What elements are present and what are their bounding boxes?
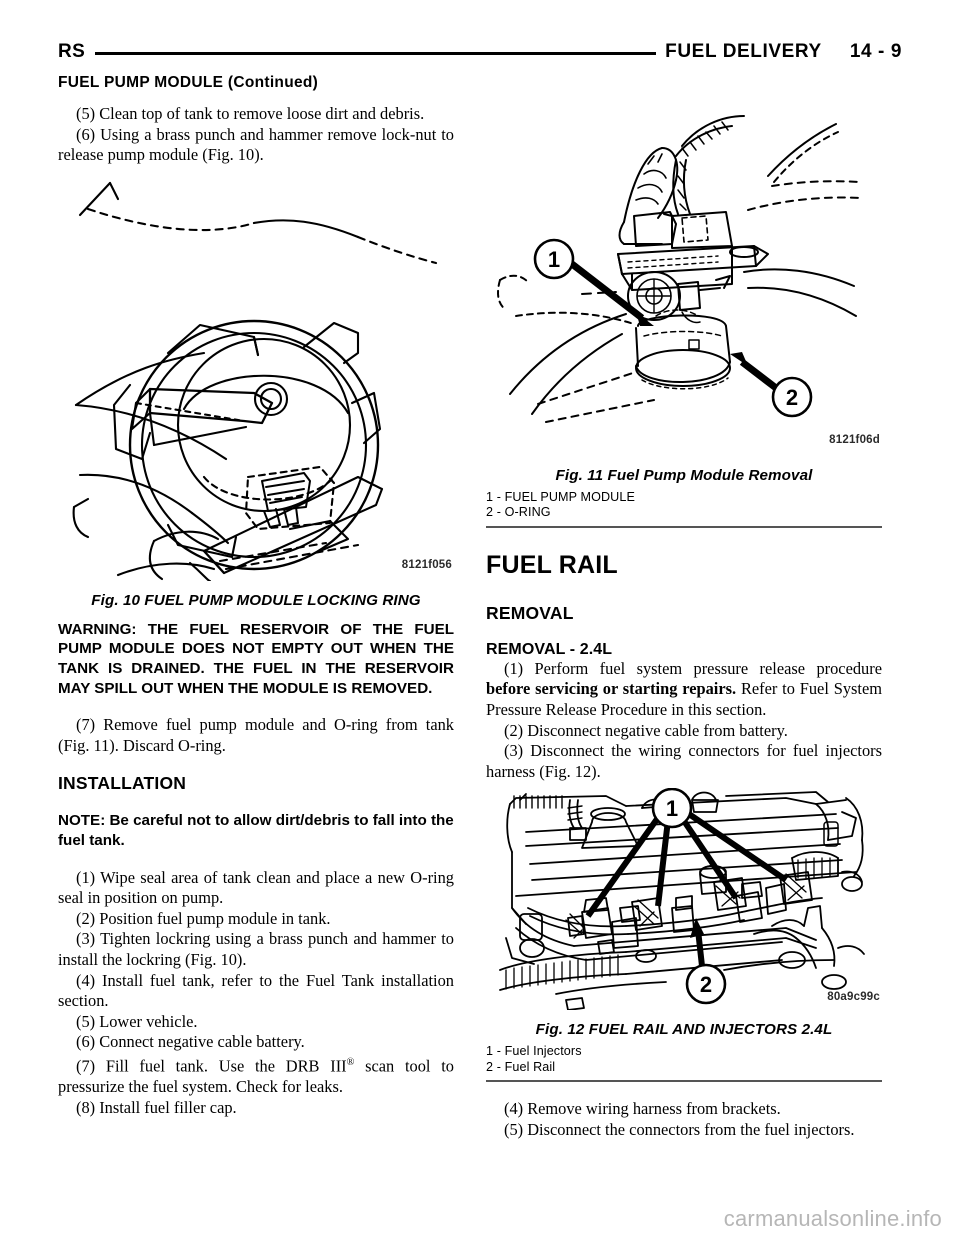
rail-step-1: (1) Perform fuel system pressure release… [486, 659, 882, 721]
install-step-3: (3) Tighten lockring using a brass punch… [58, 929, 454, 969]
figure-11-legend-rule [486, 525, 882, 528]
step-5-paragraph: (5) Clean top of tank to remove loose di… [76, 104, 425, 123]
rail-step-3: (3) Disconnect the wiring connectors for… [486, 741, 882, 781]
installation-heading: INSTALLATION [58, 773, 187, 794]
watermark: carmanualsonline.info [723, 1206, 942, 1231]
figure-10: 8121f056 [58, 177, 454, 581]
figure-11-code: 8121f06d [829, 434, 880, 446]
rail-step-1-text-a: (1) Perform fuel system pressure release… [504, 658, 882, 678]
removal-24l-heading: REMOVAL - 2.4L [486, 640, 613, 658]
rail-step-2: (2) Disconnect negative cable from batte… [504, 720, 788, 740]
right-column: 1 2 8121f06d Fig. 11 Fuel Pump Module Re… [486, 104, 882, 1140]
warning-text: WARNING: THE FUEL RESERVOIR OF THE FUEL … [58, 620, 454, 697]
registered-trademark-icon: ® [346, 1056, 355, 1068]
header-platform-code: RS [58, 41, 86, 62]
figure-11-illustration: 1 2 [497, 115, 863, 423]
left-column: (5) Clean top of tank to remove loose di… [58, 104, 454, 1118]
install-step-1: (1) Wipe seal area of tank clean and pla… [58, 867, 454, 908]
step-6-paragraph: (6) Using a brass punch and hammer remov… [58, 124, 454, 165]
figure-10-code: 8121f056 [401, 558, 452, 571]
figure-12-legend-item-2: 2 - Fuel Rail [486, 1059, 556, 1074]
figure-12-code: 80a9c99c [827, 991, 880, 1004]
rail-step-1-text-b: Refer to Fuel System Pressure Release Pr… [486, 679, 882, 719]
figure-11-legend-item-1: 1 - FUEL PUMP MODULE [486, 490, 635, 504]
rail-step-1-emphasis: before servicing or starting repairs. [486, 679, 737, 699]
install-step-2: (2) Position fuel pump module in tank. [76, 908, 331, 928]
figure-12-legend-rule [486, 1080, 882, 1083]
figure-10-caption: Fig. 10 FUEL PUMP MODULE LOCKING RING [91, 591, 421, 609]
figure-11-callout-1: 1 [548, 247, 560, 272]
install-step-4: (4) Install fuel tank, refer to the Fuel… [58, 970, 454, 1011]
figure-12-caption: Fig. 12 FUEL RAIL AND INJECTORS 2.4L [535, 1021, 833, 1039]
continued-heading: FUEL PUMP MODULE (Continued) [58, 74, 319, 91]
header-section-title: FUEL DELIVERY [665, 41, 822, 62]
figure-12-callout-2: 2 [700, 972, 712, 997]
install-step-7-text-a: (7) Fill fuel tank. Use the DRB III [76, 1056, 347, 1076]
note-text: NOTE: Be careful not to allow dirt/debri… [58, 812, 454, 849]
rail-step-5: (5) Disconnect the connectors from the f… [504, 1119, 855, 1139]
figure-12: 1 2 80a9c99c [486, 788, 882, 1011]
figure-11-callout-2: 2 [786, 385, 798, 410]
figure-11: 1 2 8121f06d [486, 104, 882, 446]
install-step-5: (5) Lower vehicle. [76, 1011, 198, 1031]
removal-heading: REMOVAL [486, 602, 574, 623]
header-page-number: 14 - 9 [849, 41, 902, 62]
figure-12-illustration: 1 2 [499, 788, 865, 1011]
figure-11-caption: Fig. 11 Fuel Pump Module Removal [555, 467, 813, 484]
install-step-7-text-b: scan tool to pressurize the fuel system.… [58, 1056, 455, 1096]
step-7-paragraph: (7) Remove fuel pump module and O-ring f… [58, 715, 454, 755]
install-step-8: (8) Install fuel filler cap. [76, 1097, 237, 1117]
figure-10-illustration [72, 181, 438, 581]
figure-12-callout-1: 1 [666, 796, 678, 821]
install-step-6: (6) Connect negative cable battery. [76, 1032, 305, 1052]
rail-step-4: (4) Remove wiring harness from brackets. [504, 1099, 781, 1119]
header-rule [95, 51, 657, 55]
figure-11-legend-item-2: 2 - O-RING [486, 505, 551, 520]
install-step-7: (7) Fill fuel tank. Use the DRB III® sca… [58, 1053, 454, 1098]
page-header: RS FUEL DELIVERY 14 - 9 [58, 38, 902, 66]
figure-12-legend-item-1: 1 - Fuel Injectors [486, 1044, 582, 1059]
fuel-rail-heading: FUEL RAIL [486, 550, 618, 579]
